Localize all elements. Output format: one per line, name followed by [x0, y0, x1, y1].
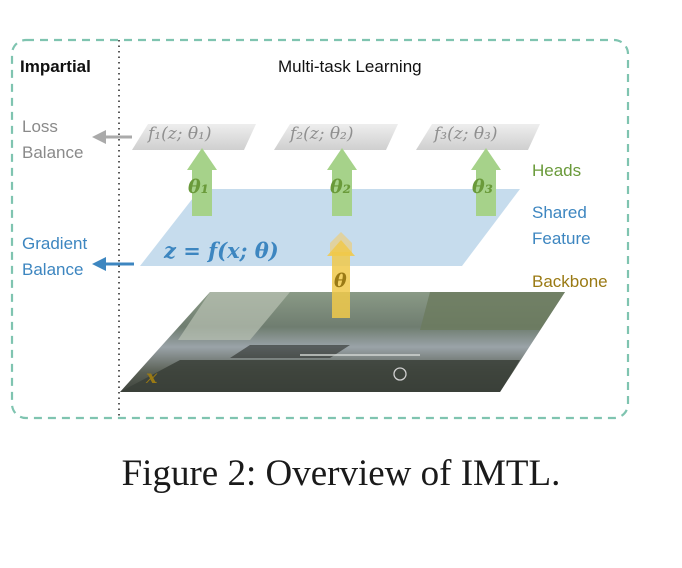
backbone-arrow	[327, 232, 355, 318]
head-param-2: θ₂	[330, 176, 351, 198]
figure-caption: Figure 2: Overview of IMTL.	[121, 453, 561, 494]
impartial-title: Impartial	[20, 57, 91, 76]
head-formula-1: f₁(z; θ₁)	[148, 124, 212, 144]
head-arrow-3	[471, 148, 501, 216]
backbone-image-plane	[120, 292, 565, 392]
gradient-label-line2: Balance	[22, 260, 84, 279]
loss-label-line1: Loss	[22, 117, 58, 136]
head-param-1: θ₁	[188, 176, 209, 198]
head-arrow-2	[327, 148, 357, 216]
shared-label-line2: Feature	[532, 229, 591, 248]
gradient-label-line1: Gradient	[22, 234, 88, 253]
head-formula-2: f₂(z; θ₂)	[290, 124, 354, 144]
multitask-title: Multi-task Learning	[278, 57, 422, 76]
loss-balance-arrow	[92, 130, 132, 144]
heads-label: Heads	[532, 161, 582, 180]
input-symbol: x	[146, 366, 158, 388]
backbone-label: Backbone	[532, 272, 608, 291]
head-plane-1	[132, 124, 256, 150]
backbone-param: θ	[334, 270, 347, 292]
dashed-frame	[10, 38, 630, 420]
shared-feature-plane	[140, 189, 520, 266]
head-plane-3	[416, 124, 540, 150]
gradient-balance-arrow	[92, 257, 134, 271]
shared-label-line1: Shared	[532, 203, 587, 222]
head-formula-3: f₃(z; θ₃)	[434, 124, 498, 144]
head-param-3: θ₃	[472, 176, 493, 198]
head-plane-2	[274, 124, 398, 150]
shared-formula: z = f(x; θ)	[164, 238, 279, 263]
head-arrow-1	[187, 148, 217, 216]
loss-label-line2: Balance	[22, 143, 84, 162]
